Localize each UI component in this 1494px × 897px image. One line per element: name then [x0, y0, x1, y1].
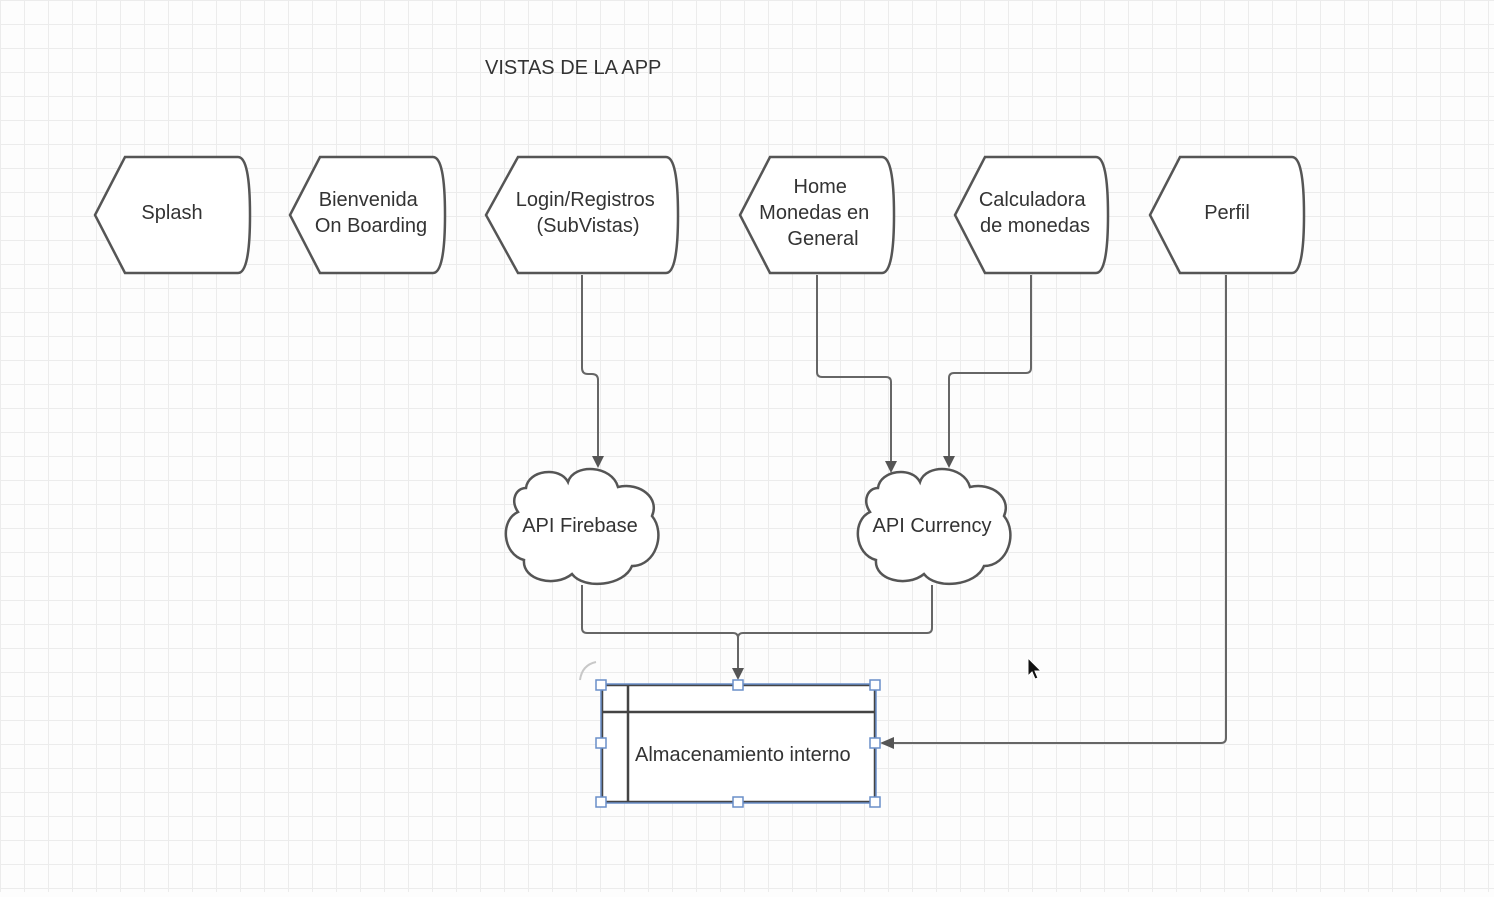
- resize-handle-nw[interactable]: [595, 679, 607, 691]
- view-splash-label: Splash: [141, 202, 202, 224]
- view-perfil-label: Perfil: [1204, 202, 1250, 224]
- selection-overlay: [579, 661, 881, 808]
- diagram-title: VISTAS DE LA APP: [485, 57, 661, 79]
- arrowhead: [732, 668, 744, 680]
- connector-currency-storage[interactable]: [737, 585, 933, 639]
- resize-handle-s[interactable]: [732, 796, 744, 808]
- view-home-label: Home Monedas en General: [759, 176, 875, 250]
- resize-handle-ne[interactable]: [869, 679, 881, 691]
- arrowhead: [943, 456, 955, 468]
- mouse-cursor-icon: [1027, 656, 1043, 680]
- view-login[interactable]: Login/Registros (SubVistas): [484, 155, 680, 275]
- view-calculadora[interactable]: Calculadora de monedas: [953, 155, 1110, 275]
- view-perfil[interactable]: Perfil: [1148, 155, 1306, 275]
- cloud-api-currency[interactable]: API Currency: [856, 467, 1012, 586]
- connector-calculadora-currency[interactable]: [948, 275, 1032, 456]
- connector-firebase-storage[interactable]: [581, 585, 739, 668]
- internal-storage-label: Almacenamiento interno: [635, 744, 851, 766]
- resize-handle-w[interactable]: [595, 737, 607, 749]
- connector-home-currency[interactable]: [816, 275, 892, 461]
- view-splash[interactable]: Splash: [93, 155, 252, 275]
- arrowhead: [592, 456, 604, 468]
- connector-perfil-storage[interactable]: [894, 275, 1227, 744]
- cloud-api-firebase[interactable]: API Firebase: [504, 467, 660, 586]
- resize-handle-se[interactable]: [869, 796, 881, 808]
- view-home[interactable]: Home Monedas en General: [738, 155, 896, 275]
- view-calculadora-label: Calculadora de monedas: [979, 189, 1091, 237]
- connectors: [581, 275, 1227, 749]
- resize-handle-sw[interactable]: [595, 796, 607, 808]
- view-bienvenida[interactable]: Bienvenida On Boarding: [288, 155, 447, 275]
- cloud-api-firebase-label: API Firebase: [522, 515, 638, 537]
- resize-handle-n[interactable]: [732, 679, 744, 691]
- arrowhead: [880, 737, 894, 749]
- arrowhead: [885, 461, 897, 473]
- view-bienvenida-label: Bienvenida On Boarding: [315, 189, 427, 237]
- internal-storage[interactable]: Almacenamiento interno: [600, 683, 877, 804]
- rotate-handle-icon[interactable]: [579, 661, 597, 681]
- view-login-label: Login/Registros (SubVistas): [516, 189, 661, 237]
- connector-login-firebase[interactable]: [581, 275, 599, 456]
- resize-handle-e[interactable]: [869, 737, 881, 749]
- cloud-api-currency-label: API Currency: [873, 515, 992, 537]
